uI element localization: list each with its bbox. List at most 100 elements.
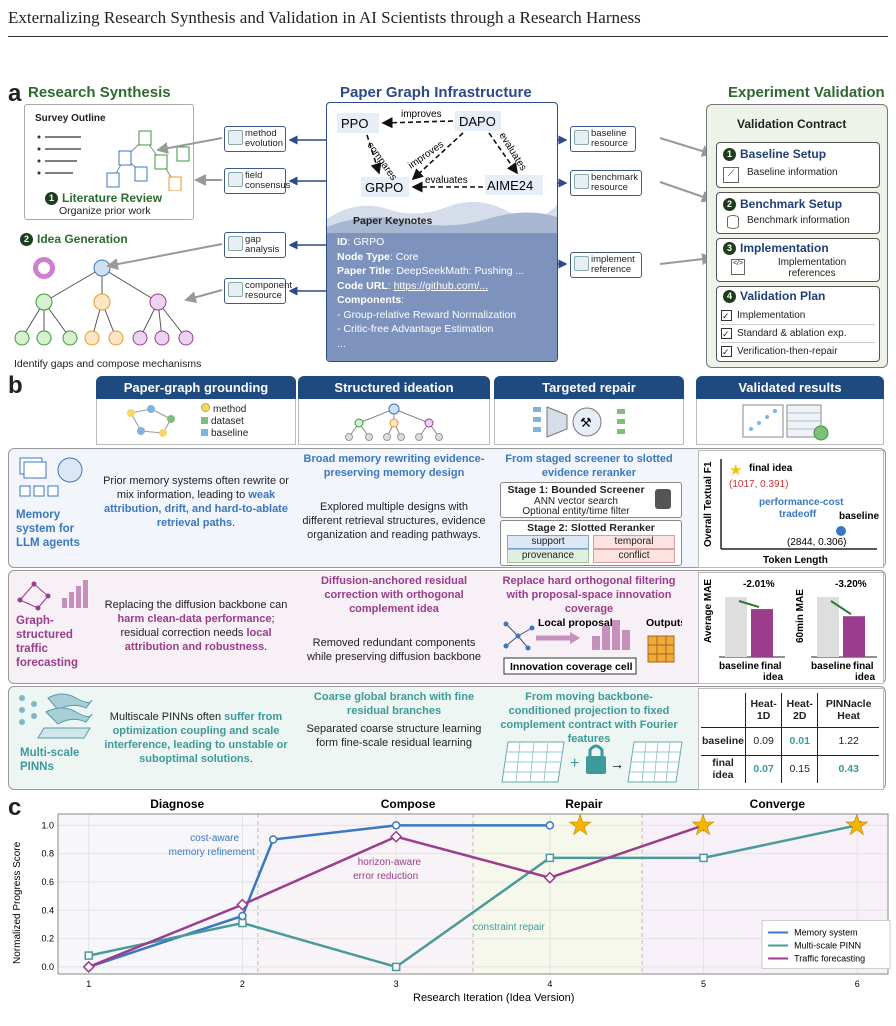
chip-baseline-resource[interactable]: baseline resource (570, 126, 636, 152)
plot-frame (57, 813, 889, 975)
chip-field-consensus[interactable]: field consensus (224, 168, 290, 194)
baseline-coord: (2844, 0.306) (787, 537, 847, 548)
highlight: suffer from optimization coupling and sc… (104, 711, 288, 765)
y-axis-label: Normalized Progress Score (12, 841, 23, 964)
pinn-network-icon (19, 693, 93, 739)
baseline-swatch (201, 429, 208, 436)
pinn-table: Heat-1D Heat-2D PINNacle Heat baseline 0… (701, 693, 879, 783)
wrench-icon: ⚒ (580, 415, 592, 430)
chip-label: implement reference (591, 254, 635, 275)
repair-tools-icon: ⚒ (533, 406, 625, 438)
keynotes-title: Paper Keynotes (353, 215, 433, 227)
traffic-graph-icon (17, 580, 88, 611)
step-title: Validation Plan (740, 289, 826, 303)
table-cell: 0.43 (817, 755, 879, 783)
delta-arrow (830, 600, 852, 616)
keynote-code-link[interactable]: https://github.com/... (393, 279, 489, 292)
results-icon-box (696, 399, 884, 445)
step-num: 1 (723, 148, 736, 162)
x-tick-label: 5 (701, 979, 706, 989)
checkbox-icon (721, 344, 732, 361)
x-tick-label: 2 (240, 979, 245, 989)
idea-gen-num: 2 (20, 233, 33, 247)
stage1-box: Stage 1: Bounded Screener ANN vector sea… (500, 482, 682, 518)
node-ppo-box (337, 113, 379, 133)
local-proposal-label: Local proposal (538, 617, 613, 629)
bar-ylabel: Average MAE (703, 579, 714, 643)
data-point (238, 911, 247, 921)
annotation: memory refinement (169, 847, 255, 858)
fourier-diagram: + → (501, 741, 683, 783)
data-point (391, 962, 401, 972)
table-cell: 0.07 (745, 755, 782, 783)
lit-review-label: Literature Review (62, 191, 163, 205)
slot-provenance: provenance (507, 549, 589, 563)
edge-label: compares (365, 140, 399, 182)
stage2-title: Stage 2: Slotted Reranker (527, 522, 655, 534)
keynote-title-value: DeepSeekMath: Pushing ... (396, 265, 525, 277)
idea-gen-sub: Identify gaps and compose mechanisms (14, 358, 202, 370)
legend-label: baseline (211, 428, 249, 439)
table-row: final idea 0.07 0.15 0.43 (701, 755, 879, 783)
chip-gap-analysis[interactable]: gap analysis (224, 232, 286, 258)
table-cell: final idea (712, 757, 734, 782)
chip-method-evolution[interactable]: method evolution (224, 126, 286, 152)
table-cell: 1.22 (817, 727, 879, 755)
table-header: PINNacle Heat (817, 693, 879, 727)
bar-final (843, 616, 865, 657)
tree-icon (345, 403, 443, 441)
stage1-line: ANN vector search (534, 496, 618, 507)
keynote-id: ID: GRPO (337, 236, 385, 248)
chip-label: gap analysis (245, 234, 280, 255)
final-coord: (1017, 0.391) (729, 479, 789, 490)
phase-band (473, 814, 643, 974)
memory-grounding: Prior memory systems often rewrite or mi… (98, 474, 294, 530)
memory-result: Overall Textual F1 Token Length ★ final … (698, 450, 884, 568)
results-icon (742, 404, 829, 441)
bar-ylabel: 60min MAE (795, 589, 806, 643)
plan-item-label: Implementation (737, 310, 806, 321)
memory-brain-icon (19, 457, 83, 497)
keynote-comp-item: - Critic-free Advantage Estimation (337, 323, 494, 335)
table-header: Heat-2D (781, 693, 818, 727)
x-tick-label: 3 (394, 979, 399, 989)
table-row: baseline 0.09 0.01 1.22 (701, 727, 879, 755)
chip-component-resource[interactable]: component resource (224, 278, 292, 304)
y-tick-label: 1.0 (41, 820, 54, 830)
bar-xlabel: baseline (811, 661, 851, 672)
keynote-code: Code URL: https://github.com/... (337, 279, 489, 292)
col-repair: Targeted repair (494, 376, 684, 399)
keynotes-body: ID: GRPO Node Type: Core Paper Title: De… (337, 235, 524, 351)
result-ylabel: Overall Textual F1 (703, 461, 714, 547)
contract-title: Validation Contract (737, 117, 847, 131)
chip-label: field consensus (245, 170, 291, 191)
data-point (391, 821, 401, 830)
traffic-grounding: Replacing the diffusion backbone can har… (98, 598, 294, 654)
step-title: Baseline Setup (740, 147, 827, 161)
chip-implement-reference[interactable]: implement reference (570, 252, 642, 278)
plan-item-label: Standard & ablation exp. (737, 328, 847, 339)
baseline-label: baseline (839, 511, 879, 522)
data-point (545, 853, 555, 863)
chip-benchmark-resource[interactable]: benchmark resource (570, 170, 642, 196)
keynote-id-value: GRPO (353, 236, 385, 248)
database-icon (655, 489, 671, 509)
idea-gen-label: Idea Generation (37, 232, 128, 246)
innovation-label: Innovation coverage cell (510, 661, 633, 673)
plan-item-label: Verification-then-repair (737, 346, 838, 357)
node-grpo-box (361, 177, 409, 197)
gap-analysis-icon (228, 236, 243, 251)
bar-xlabel: baseline (719, 661, 759, 672)
survey-outline-label: Survey Outline (35, 113, 106, 124)
grounding-legend-box: method dataset baseline (96, 399, 296, 445)
keynote-title: Paper Title: DeepSeekMath: Pushing ... (337, 265, 525, 277)
plan-item: Implementation (721, 307, 875, 325)
graph-title: Paper Graph Infrastructure (340, 84, 532, 101)
component-resource-icon (228, 282, 243, 297)
star-icon: ★ (691, 809, 716, 840)
field-consensus-icon (228, 172, 243, 187)
